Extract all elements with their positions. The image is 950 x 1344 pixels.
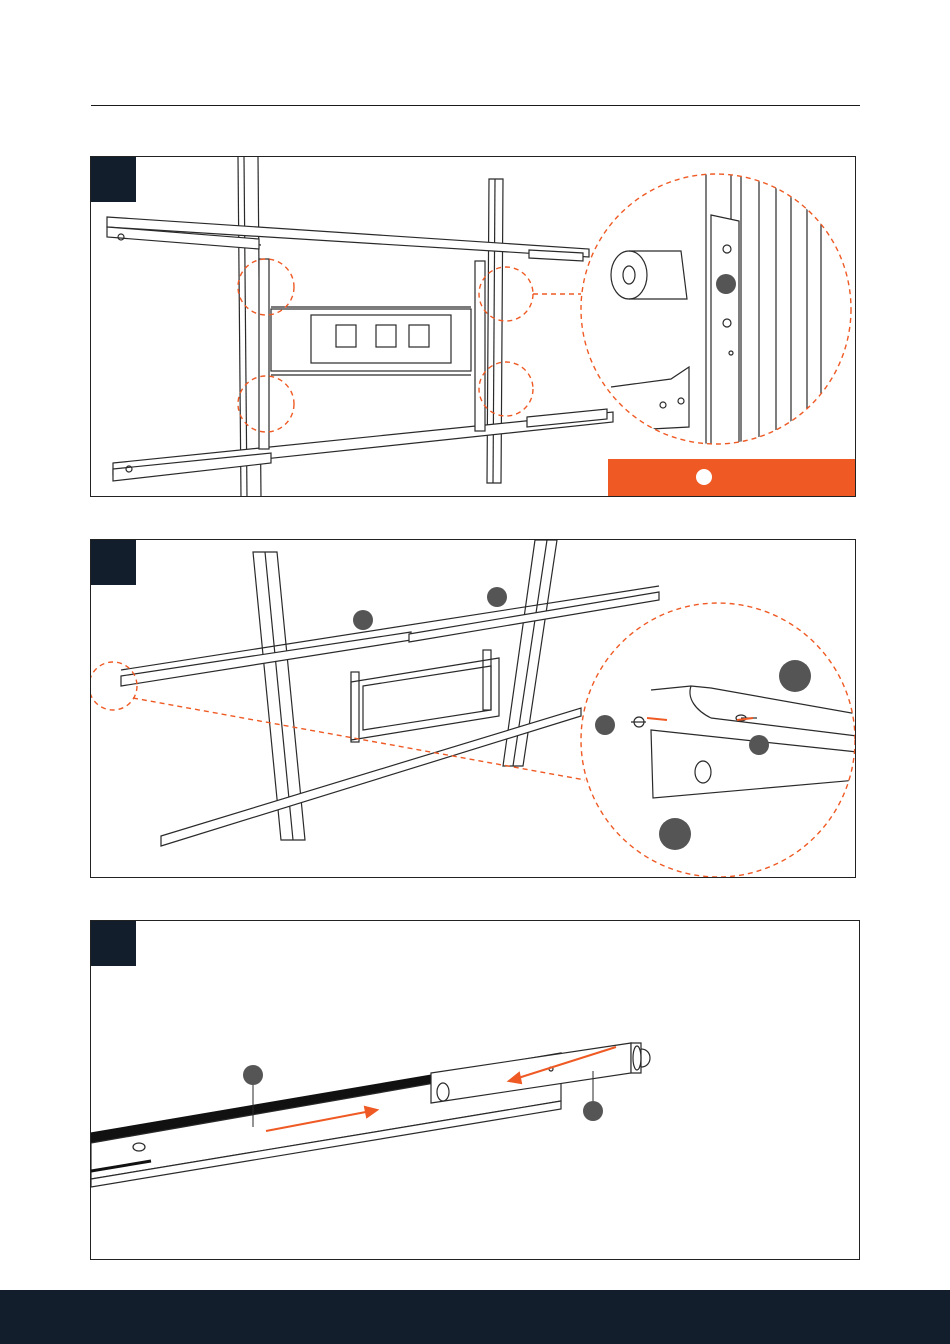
footer-bar	[0, 1290, 950, 1344]
step-1-illustration	[91, 157, 856, 497]
callout-marker-icon	[659, 818, 691, 850]
callout-marker-icon	[583, 1101, 603, 1121]
callout-marker-icon	[779, 660, 811, 692]
callout-marker-icon	[353, 610, 373, 630]
callout-marker-icon	[716, 274, 736, 294]
step-3-badge	[90, 920, 136, 966]
zoom-region-3	[479, 267, 533, 321]
callout-marker-icon	[749, 735, 769, 755]
step-2-badge	[90, 539, 136, 585]
step-1-panel	[90, 156, 856, 497]
step-1-badge	[90, 156, 136, 202]
step-3-panel	[90, 920, 860, 1260]
callout-marker-icon	[487, 587, 507, 607]
callout-marker-icon	[243, 1065, 263, 1085]
banner-dot-icon	[696, 469, 712, 485]
step-2-illustration	[91, 540, 856, 878]
step-2-zoom-region	[91, 662, 137, 710]
step-3-illustration	[91, 921, 860, 1260]
callout-marker-icon	[595, 715, 615, 735]
header-rule	[91, 105, 860, 106]
step-1-orange-banner	[608, 459, 855, 496]
step-2-panel	[90, 539, 856, 878]
